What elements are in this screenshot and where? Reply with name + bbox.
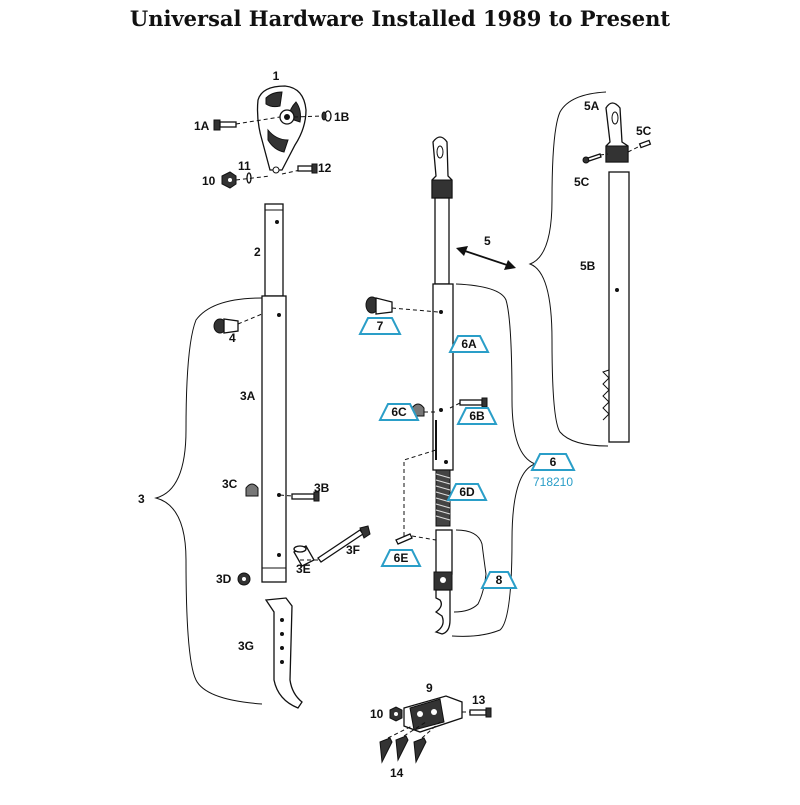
svg-text:6C: 6C — [391, 405, 407, 419]
svg-text:7: 7 — [377, 319, 384, 333]
part-7-knob — [365, 296, 439, 315]
label-10-top: 10 — [202, 174, 216, 188]
label-5: 5 — [484, 234, 491, 248]
part-13-bolt — [462, 707, 492, 718]
fastener-line-10-12 — [235, 175, 271, 181]
part-12-screw — [297, 163, 318, 174]
label-5b: 5B — [580, 259, 596, 273]
label-3b: 3B — [314, 481, 330, 495]
part-3f-bolt — [300, 525, 371, 563]
part-5a-end-fitting — [605, 102, 629, 163]
part-6b-bolt — [449, 397, 488, 409]
label-10-bottom: 10 — [370, 707, 384, 721]
part-3a-lower-tube — [261, 295, 287, 583]
part-1a-bolt — [213, 115, 325, 131]
part-4-knob — [213, 313, 263, 334]
label-1a: 1A — [194, 119, 210, 133]
part-6d-threaded-rod — [435, 469, 451, 527]
arrow-part-5 — [456, 246, 516, 270]
label-1: 1 — [273, 69, 280, 83]
part-10-nut-bottom — [389, 706, 403, 722]
svg-text:8: 8 — [496, 573, 503, 587]
svg-text:6D: 6D — [459, 485, 475, 499]
label-14: 14 — [390, 766, 404, 780]
label-5a: 5A — [584, 99, 600, 113]
label-5c-top: 5C — [636, 124, 652, 138]
svg-text:6A: 6A — [461, 337, 477, 351]
label-9: 9 — [426, 681, 433, 695]
part-6-upper-rod — [431, 136, 453, 285]
label-2: 2 — [254, 245, 261, 259]
tag-6a: 6A — [448, 335, 490, 353]
tag-6e: 6E — [380, 549, 422, 567]
part-1b-nut — [321, 110, 332, 122]
part-1-head-casting — [256, 85, 307, 174]
part-9-bracket — [403, 695, 463, 733]
label-3g: 3G — [238, 639, 254, 653]
part-14-screws — [379, 721, 441, 764]
brace-part-3 — [154, 297, 263, 705]
label-13: 13 — [472, 693, 486, 707]
label-3e: 3E — [296, 562, 311, 576]
diagram-title: Universal Hardware Installed 1989 to Pre… — [129, 6, 671, 31]
label-12: 12 — [318, 161, 332, 175]
part-5b-rod — [602, 171, 630, 443]
label-11: 11 — [238, 159, 251, 173]
tag-6d: 6D — [446, 483, 488, 501]
tag-6: 6 — [530, 453, 576, 471]
part-number-6: 718210 — [533, 475, 573, 489]
tag-7: 7 — [358, 317, 402, 335]
part-5c-screw-right — [627, 139, 652, 153]
tag-6b: 6B — [456, 407, 498, 425]
part-2-upper-tube — [264, 203, 284, 297]
part-3d-nut — [237, 572, 251, 586]
part-3b-bolt — [279, 491, 320, 502]
part-8-lower-end — [433, 529, 453, 635]
label-3f: 3F — [346, 543, 360, 557]
label-3c: 3C — [222, 477, 238, 491]
svg-text:6E: 6E — [394, 551, 409, 565]
label-3a: 3A — [240, 389, 256, 403]
label-4: 4 — [229, 331, 236, 345]
part-3c-nut — [245, 483, 259, 497]
part-5c-screw-left — [582, 153, 609, 164]
part-6e-pin — [395, 449, 437, 545]
tag-8: 8 — [480, 571, 518, 589]
part-3g-foot — [264, 597, 303, 709]
part-10-nut-top — [221, 171, 237, 189]
label-3d: 3D — [216, 572, 232, 586]
brace-part-5 — [528, 91, 609, 447]
label-5c-left: 5C — [574, 175, 590, 189]
label-3: 3 — [138, 492, 145, 506]
tag-6c: 6C — [378, 403, 420, 421]
brace-part-8 — [453, 529, 487, 613]
part-6a-tube — [432, 283, 454, 471]
fastener-line-12 — [281, 169, 301, 175]
svg-text:6B: 6B — [469, 409, 485, 423]
label-1b: 1B — [334, 110, 350, 124]
svg-text:6: 6 — [550, 455, 557, 469]
